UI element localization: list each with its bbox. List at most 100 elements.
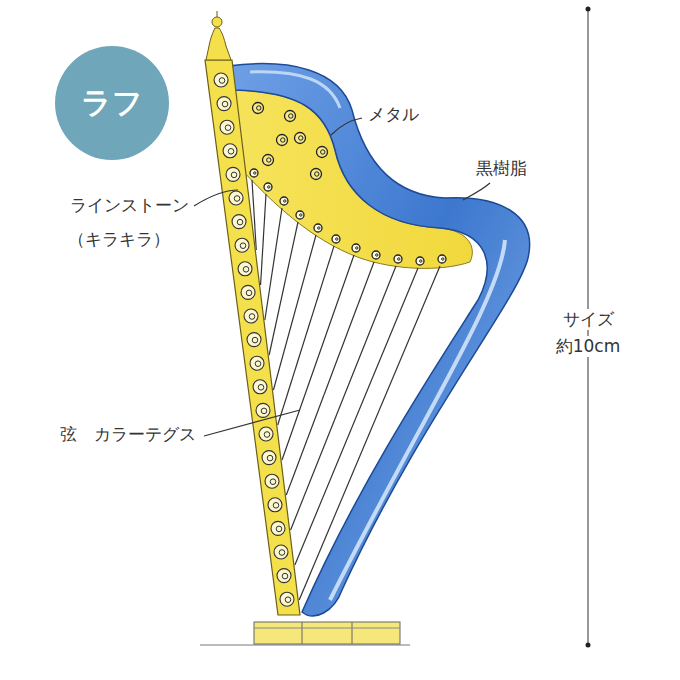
ornament-spiral [281, 138, 285, 142]
harp-string [273, 235, 316, 390]
rhinestone [277, 569, 291, 583]
column [205, 60, 300, 615]
ornament-spiral [268, 186, 270, 188]
ornament-spiral [376, 254, 378, 256]
badge-circle: ラフ [55, 46, 169, 160]
harp-string [282, 255, 354, 460]
rhinestone-ring [223, 144, 237, 158]
rhinestone-facet [225, 125, 231, 131]
ornament-ring [253, 103, 264, 114]
rhinestone-ring [235, 238, 249, 252]
rhinestone-ring [277, 569, 291, 583]
rhinestone [220, 120, 234, 134]
ornament-ring [372, 251, 380, 259]
ornament-spiral [318, 227, 320, 229]
base-divider [302, 622, 303, 644]
ornament-ring [314, 224, 322, 232]
tuning-peg [438, 255, 446, 263]
harp-string [286, 262, 374, 495]
ornament-ring [311, 169, 322, 180]
rhinestone-facet [252, 337, 258, 343]
ornament-spiral [284, 200, 286, 202]
metal-ornament [295, 133, 306, 144]
dimension-end [586, 643, 591, 648]
finial-ball [212, 17, 222, 27]
rhinestone-facet [219, 78, 225, 84]
rhinestone-ring [232, 215, 246, 229]
rhinestone-facet [261, 408, 267, 414]
rhinestone-ring [229, 191, 243, 205]
ornament-ring [416, 257, 424, 265]
rhinestone [244, 309, 258, 323]
harp-string [261, 194, 266, 285]
rhinestone-facet [246, 290, 252, 296]
rhinestone [238, 262, 252, 276]
rhinestone-facet [282, 573, 288, 579]
ornament-ring [332, 235, 340, 243]
ornament-spiral [299, 136, 303, 140]
rhinestone-ring [259, 427, 273, 441]
rhinestone-ring [262, 451, 276, 465]
neck-highlight [250, 72, 340, 108]
rhinestone-ring [238, 262, 252, 276]
ornament-spiral [267, 158, 271, 162]
rhinestone-ring [253, 380, 267, 394]
leader-line [204, 410, 300, 436]
rhinestone [268, 498, 282, 512]
base-divider [352, 622, 353, 644]
rhinestone [253, 380, 267, 394]
part-label: 黒樹脂 [474, 158, 529, 179]
rhinestone [262, 451, 276, 465]
rhinestone-facet [255, 361, 261, 367]
leader-line [331, 118, 362, 135]
ornament-ring [438, 255, 446, 263]
tuning-peg [296, 211, 304, 219]
rhinestone [226, 167, 240, 181]
ornament-ring [295, 133, 306, 144]
rhinestone [256, 403, 270, 417]
rhinestone [241, 285, 255, 299]
rhinestone-ring [274, 545, 288, 559]
harp-string [269, 222, 298, 355]
ornament-ring [250, 169, 258, 177]
harp-string [291, 266, 396, 530]
rhinestone-facet [273, 503, 279, 509]
ground-line [200, 645, 410, 646]
part-label: メタル [366, 104, 421, 125]
harp-string [265, 208, 282, 320]
rhinestone-ring [244, 309, 258, 323]
ornament-spiral [442, 258, 444, 260]
ornament-ring [264, 183, 272, 191]
ornament-ring [280, 197, 288, 205]
ornament-ring [263, 155, 274, 166]
rhinestone-ring [226, 167, 240, 181]
harp-base [254, 622, 400, 644]
tuning-peg [314, 224, 322, 232]
rhinestone-facet [222, 101, 228, 107]
leader-line [194, 190, 238, 206]
forearm-highlight [330, 240, 505, 600]
rhinestone-facet [279, 550, 285, 556]
rhinestone-facet [264, 432, 270, 438]
harp-string [295, 268, 418, 565]
ornament-spiral [300, 214, 302, 216]
base-divider [254, 628, 400, 629]
rhinestone [250, 356, 264, 370]
rhinestone-facet [228, 149, 234, 155]
ornament-ring [296, 211, 304, 219]
ornament-spiral [420, 260, 422, 262]
ornament-ring [317, 147, 328, 158]
ornament-ring [352, 244, 360, 252]
rhinestone [259, 427, 273, 441]
rhinestone [265, 474, 279, 488]
tuning-peg [264, 183, 272, 191]
dimension-end [586, 7, 591, 12]
rhinestone [214, 73, 228, 87]
metal-ornament [277, 135, 288, 146]
dimension-label: 約10cm [554, 336, 623, 357]
ornament-ring [394, 255, 402, 263]
part-label: ラインストーン [68, 195, 191, 216]
tuning-peg [372, 251, 380, 259]
rhinestone-facet [285, 597, 291, 603]
